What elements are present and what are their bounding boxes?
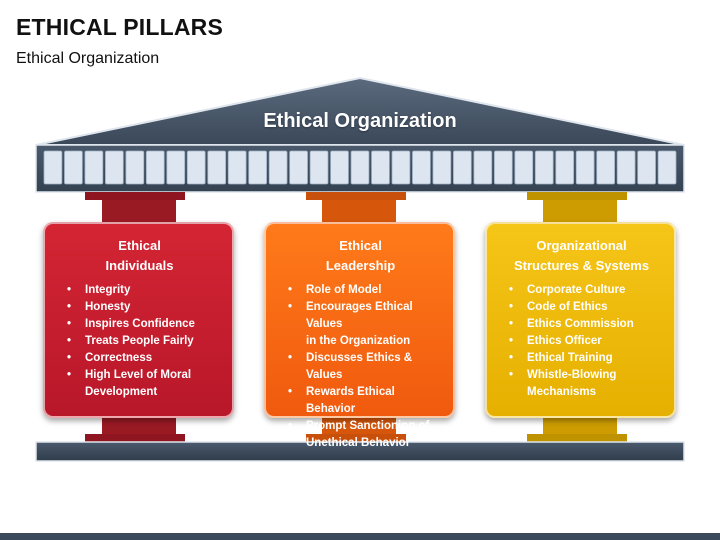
pillar-title: Ethical Individuals (105, 238, 174, 273)
frieze-slot (43, 150, 63, 185)
bullet-item-continuation: Development (85, 386, 158, 398)
pillar-bullet-list: Role of Model Encourages Ethical Values … (278, 282, 443, 452)
frieze-slot (391, 150, 411, 185)
frieze-slot (412, 150, 431, 185)
frieze-slot (637, 150, 656, 185)
bullet-item: Encourages Ethical Values (278, 299, 443, 333)
roof-label: Ethical Organization (263, 110, 457, 132)
frieze-slot (453, 150, 472, 185)
frieze-slot (596, 150, 615, 185)
pillar-bullet-list: Integrity Honesty Inspires Confidence Tr… (57, 282, 222, 401)
frieze-slot (145, 150, 165, 185)
frieze-slot (534, 150, 554, 185)
frieze-slot (330, 150, 349, 185)
bullet-item: Honesty (57, 299, 222, 316)
frieze-slot (432, 150, 452, 185)
pillar-ethical-individuals: Ethical Individuals Integrity Honesty In… (43, 222, 234, 418)
bullet-item: High Level of Moral (57, 367, 222, 384)
frieze-slot (64, 150, 83, 185)
footer-bar (0, 533, 720, 540)
bullet-item: Integrity (57, 282, 222, 299)
frieze-slots (43, 150, 677, 185)
bullet-item: Ethics Commission (499, 316, 664, 333)
bullet-item: Prompt Sanctioning of (278, 418, 443, 435)
bullet-item: Inspires Confidence (57, 316, 222, 333)
slide-title: ETHICAL PILLARS (16, 14, 224, 40)
frieze-slot (125, 150, 145, 185)
frieze-slot (105, 150, 124, 185)
frieze-slot (473, 150, 493, 185)
pillar-title: Organizational Structures & Systems (513, 238, 650, 273)
frieze-slot (493, 150, 513, 185)
frieze-slot (166, 150, 186, 185)
frieze-slot (350, 150, 370, 185)
bullet-item: Rewards Ethical Behavior (278, 384, 443, 418)
bullet-item: Code of Ethics (499, 299, 664, 316)
frieze-slot (227, 150, 247, 185)
bullet-item-continuation: Mechanisms (527, 386, 597, 398)
bullet-item: Discusses Ethics & Values (278, 350, 443, 384)
temple-base (35, 441, 685, 462)
slide-subtitle: Ethical Organization (16, 50, 160, 67)
frieze-slot (289, 150, 308, 185)
bullet-item: Ethical Training (499, 350, 664, 367)
bullet-item: Whistle-Blowing (499, 367, 664, 384)
frieze-slot (84, 150, 104, 185)
frieze-slot (268, 150, 288, 185)
frieze-slot (207, 150, 227, 185)
bullet-item: Ethics Officer (499, 333, 664, 350)
bullet-item-continuation: in the Organization (306, 335, 411, 347)
pillar-stems-top (85, 192, 627, 224)
frieze-slot (309, 150, 329, 185)
bullet-item: Correctness (57, 350, 222, 367)
frieze-slot (371, 150, 390, 185)
frieze-slot (657, 150, 677, 185)
bullet-item: Treats People Fairly (57, 333, 222, 350)
frieze-slot (186, 150, 206, 185)
bullet-item: Role of Model (278, 282, 443, 299)
pillar-title: Ethical Leadership (325, 238, 396, 273)
bullet-item: Corporate Culture (499, 282, 664, 299)
frieze-slot (248, 150, 267, 185)
frieze-slot (616, 150, 636, 185)
bullet-item-continuation: Unethical Behavior (306, 437, 411, 449)
pillar-organizational-structures: Organizational Structures & Systems Corp… (485, 222, 676, 418)
pillar-ethical-leadership: Ethical Leadership Role of Model Encoura… (264, 222, 455, 449)
frieze-slot (514, 150, 534, 185)
frieze-slot (555, 150, 575, 185)
frieze-slot (575, 150, 595, 185)
pillar-bullet-list: Corporate Culture Code of Ethics Ethics … (499, 282, 664, 401)
